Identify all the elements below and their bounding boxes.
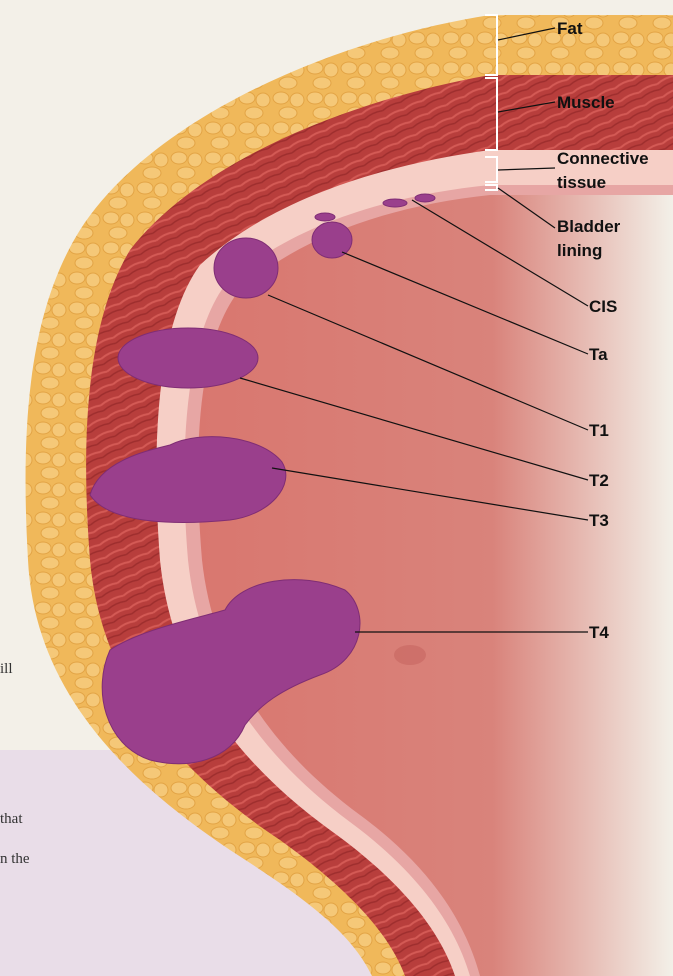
tumor-t1 (214, 238, 278, 298)
label-connective-2: tissue (557, 173, 606, 192)
tumor-ta (312, 222, 352, 258)
label-stage-t1: T1 (589, 421, 609, 440)
tumor-cis-a (315, 213, 335, 221)
tumor-cis-b (383, 199, 407, 207)
label-stage-ta: Ta (589, 345, 608, 364)
tumor-cis-c (415, 194, 435, 202)
label-stage-cis: CIS (589, 297, 617, 316)
tumor-t2 (118, 328, 258, 388)
label-fat: Fat (557, 19, 583, 38)
label-stage-t3: T3 (589, 511, 609, 530)
label-connective-1: Connective (557, 149, 649, 168)
label-stage-t4: T4 (589, 623, 609, 642)
label-muscle: Muscle (557, 93, 615, 112)
label-lining-2: lining (557, 241, 602, 260)
label-stage-t2: T2 (589, 471, 609, 490)
ureter-opening (394, 645, 426, 665)
label-lining-1: Bladder (557, 217, 621, 236)
